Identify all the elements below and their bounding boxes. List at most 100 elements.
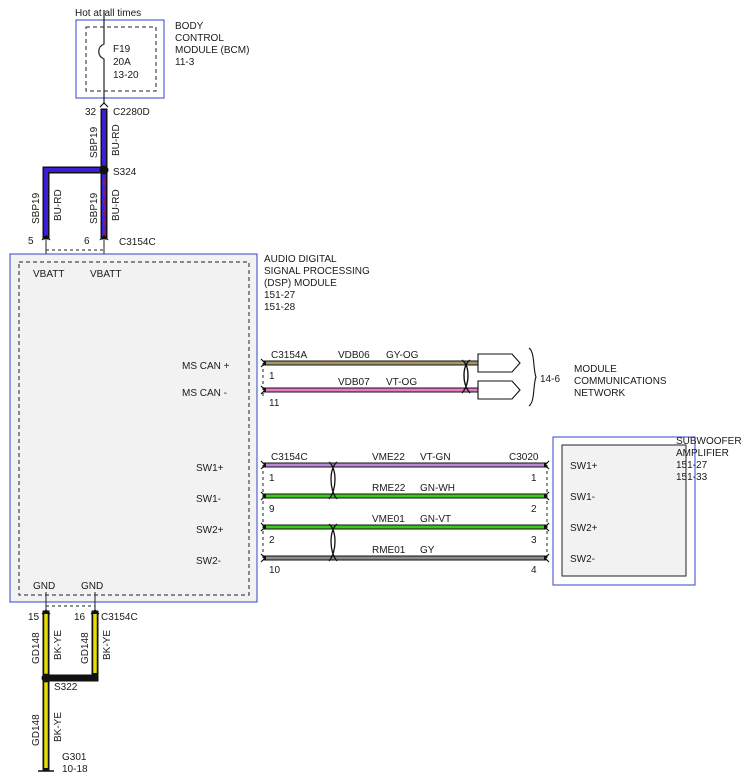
power-wire-left-branch[interactable] [42, 166, 108, 240]
gnd-right-code: GD148 [80, 632, 91, 664]
network-brace-icon [528, 347, 537, 407]
ground-wire-right[interactable] [42, 610, 99, 682]
wire-sw2-minus-code: RME01 [372, 545, 406, 556]
amp-sw2-plus-label: SW2+ [570, 523, 598, 534]
splice-s324-dot [99, 165, 109, 175]
can-plus-page-arrow-icon[interactable] [477, 353, 521, 373]
can-pin-minus: 11 [269, 398, 280, 409]
dsp-ref1: 151-27 [264, 290, 296, 301]
can-twist-icon [461, 359, 471, 394]
wire-sw1-minus-code: RME22 [372, 483, 406, 494]
vbatt-left-label: VBATT [33, 269, 64, 280]
bcm-title-line1: BODY [175, 21, 204, 32]
network-page-ref: 14-6 [540, 374, 560, 385]
bcm-title-line3: MODULE (BCM) [175, 45, 249, 56]
vbatt-right-label: VBATT [90, 269, 121, 280]
amp-pin-sw1-minus: 2 [531, 504, 537, 515]
fuse-name: F19 [113, 44, 131, 55]
dsp-pin-sw1-plus: 1 [269, 473, 275, 484]
sw1-twist-icon [328, 461, 338, 500]
fuse-rating: 20A [113, 57, 131, 68]
dsp-title-line1: AUDIO DIGITAL [264, 254, 337, 265]
amp-sw1-minus-label: SW1- [570, 492, 595, 503]
network-title-line2: COMMUNICATIONS [574, 376, 667, 387]
wire-sw2-plus-code: VME01 [372, 514, 405, 525]
left-wire-color: BU-RD [53, 189, 64, 221]
amp-title-line1: SUBWOOFER [676, 436, 742, 447]
can-minus-page-arrow-icon[interactable] [477, 380, 521, 400]
ms-can-minus-label: MS CAN - [182, 388, 227, 399]
dsp-pin-sw2-plus: 2 [269, 535, 275, 546]
dsp-pin-sw2-minus: 10 [269, 565, 281, 576]
bcm-connector: C2280D [113, 107, 150, 118]
sw1-minus-label: SW1- [196, 494, 221, 505]
bcm-module[interactable]: Hot at all times F19 20A 13-20 BODY CONT… [75, 8, 249, 99]
wire-sw1-plus-code: VME22 [372, 452, 405, 463]
dsp-pin-5: 5 [28, 236, 34, 247]
network-title-line1: MODULE [574, 364, 617, 375]
dsp-sw2p-pin-icon [260, 522, 266, 532]
gnd-pin-15: 15 [28, 612, 40, 623]
bcm-inner-dashed [85, 26, 157, 92]
bcm-title-line2: CONTROL [175, 33, 224, 44]
ms-can-plus-label: MS CAN + [182, 361, 230, 372]
sw2-minus-label: SW2- [196, 556, 221, 567]
left-wire-code: SBP19 [31, 192, 42, 224]
can-connector-label: C3154A [271, 350, 307, 361]
sw2-plus-label: SW2+ [196, 525, 224, 536]
gnd-right-label: GND [81, 581, 103, 592]
can-pin-plus: 1 [269, 371, 275, 382]
wire-sw2-minus-color: GY [420, 545, 435, 556]
splice-s324-label: S324 [113, 167, 137, 178]
bcm-page-ref: 11-3 [175, 57, 195, 68]
bcm-pin: 32 [85, 107, 97, 118]
can-plus-code: VDB06 [338, 350, 370, 361]
amp-inner [561, 444, 687, 577]
gnd-pin-16: 16 [74, 612, 86, 623]
dsp-ref2: 151-28 [264, 302, 296, 313]
speaker-dsp-connector-label: C3154C [271, 452, 308, 463]
subwoofer-amplifier[interactable] [552, 436, 696, 586]
sw1-plus-label: SW1+ [196, 463, 224, 474]
upper-wire-color: BU-RD [111, 124, 122, 156]
dsp-pin-sw1-minus: 9 [269, 504, 275, 515]
gnd-left-code: GD148 [31, 632, 42, 664]
wire-sw2-plus-color: GN-VT [420, 514, 451, 525]
splice-s322-dot [41, 673, 51, 683]
amp-sw1-plus-label: SW1+ [570, 461, 598, 472]
amp-sw2m-pin-icon [544, 553, 550, 563]
dsp-pin5-icon [41, 235, 51, 241]
fuse-ref: 13-20 [113, 70, 139, 81]
gnd-right-color: BK-YE [102, 630, 113, 660]
amp-ref2: 151-33 [676, 472, 708, 483]
dsp-sw1p-pin-icon [260, 460, 266, 470]
dsp-sw1m-pin-icon [260, 491, 266, 501]
sw2-twist-icon [328, 523, 338, 562]
bcm-connector-pin-icon [99, 102, 109, 108]
amp-pin-sw1-plus: 1 [531, 473, 537, 484]
dsp-inner-dashed [18, 261, 250, 596]
dsp-outline [9, 253, 258, 603]
ground-page-ref: 10-18 [62, 764, 88, 775]
network-title-line3: NETWORK [574, 388, 625, 399]
amp-sw1p-pin-icon [544, 460, 550, 470]
wire-sw1-minus-color: GN-WH [420, 483, 455, 494]
gnd-connector-label: C3154C [101, 612, 138, 623]
dsp-title-line3: (DSP) MODULE [264, 278, 337, 289]
upper-wire-code: SBP19 [89, 126, 100, 158]
ground-point-label: G301 [62, 752, 87, 763]
can-plus-color: GY-OG [386, 350, 419, 361]
wire-sw1-plus-color: VT-GN [420, 452, 451, 463]
dsp-module[interactable] [9, 253, 258, 603]
fuse-icon [98, 10, 105, 104]
bcm-outline [75, 19, 165, 99]
amp-sw2-minus-label: SW2- [570, 554, 595, 565]
dsp-top-connector: C3154C [119, 237, 156, 248]
amp-ref1: 151-27 [676, 460, 708, 471]
can-minus-color: VT-OG [386, 377, 417, 388]
amp-sw2p-pin-icon [544, 522, 550, 532]
dsp-title-line2: SIGNAL PROCESSING [264, 266, 370, 277]
amp-pin-sw2-minus: 4 [531, 565, 537, 576]
dsp-sw2m-pin-icon [260, 553, 266, 563]
